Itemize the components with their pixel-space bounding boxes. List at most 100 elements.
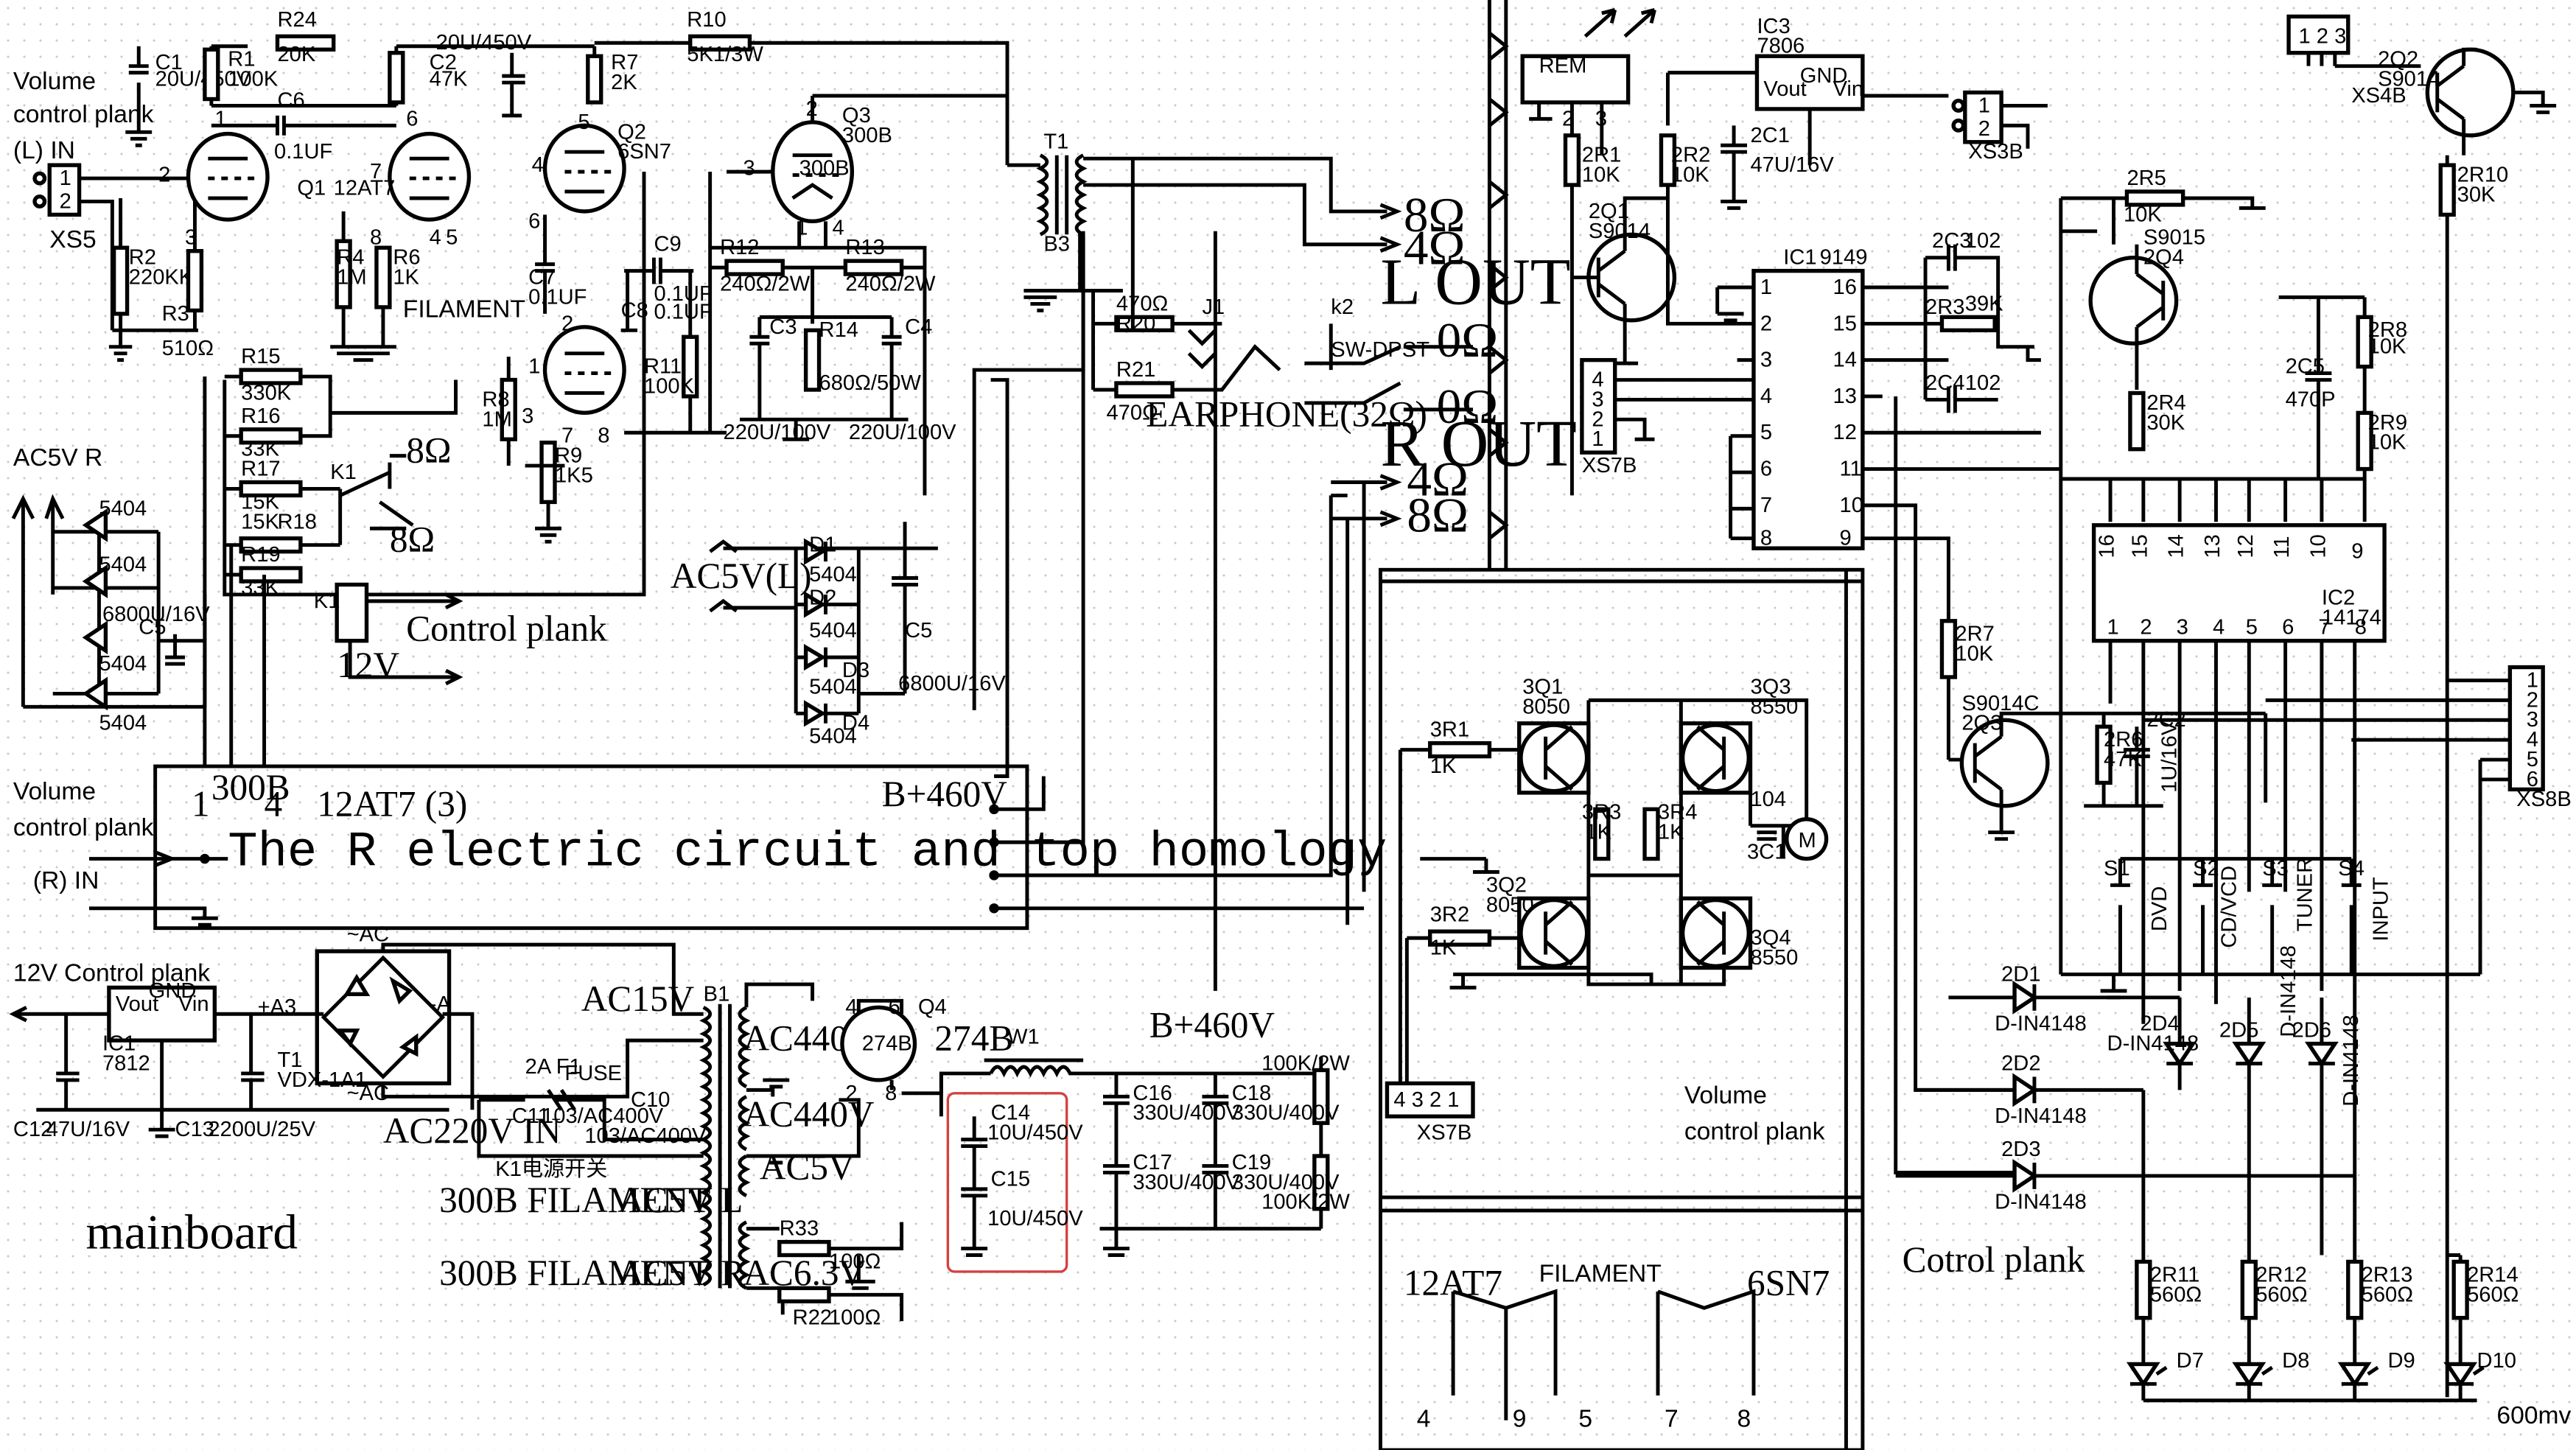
3c1-value: 104 xyxy=(1750,788,1786,811)
c16-value: 330U/400V xyxy=(1133,1101,1240,1125)
2d5-value: D-IN4148 xyxy=(2277,945,2300,1037)
2r13-value: 560Ω xyxy=(2362,1283,2413,1306)
atten-8ohm-2: 8Ω xyxy=(390,519,435,560)
2r11-name: 2R11 xyxy=(2150,1263,2199,1286)
2r11-value: 560Ω xyxy=(2150,1283,2202,1306)
volume-left-line1: Volume xyxy=(13,68,96,95)
2r2-name: 2R2 xyxy=(1671,144,1710,167)
svg-text:4: 4 xyxy=(2213,616,2225,640)
svg-text:5: 5 xyxy=(446,226,458,250)
q1-type: 12AT7 xyxy=(334,176,396,200)
2d6-value: D-IN4148 xyxy=(2339,1015,2363,1107)
output-section: T1 B3 8Ω 4Ω L OUT 0Ω 0Ω R OUT 4Ω 8Ω 470Ω… xyxy=(972,130,1577,925)
svg-text:3: 3 xyxy=(1760,349,1772,372)
3q4-name: 3Q4 xyxy=(1750,926,1791,950)
r6-name: R6 xyxy=(393,246,420,270)
2c5-value: 470P xyxy=(2286,388,2336,411)
r3-value: 510Ω xyxy=(162,337,214,360)
svg-text:5: 5 xyxy=(2246,616,2258,640)
fil-pin-5: 5 xyxy=(1578,1406,1592,1433)
2c4-value: 102 xyxy=(1965,371,2001,395)
led-d7: D7 xyxy=(2177,1349,2204,1373)
d2-part: 5404 xyxy=(809,619,857,642)
control-plank-bottom: Cotrol plank xyxy=(1903,1239,2085,1280)
filament-12at7: 12AT7 xyxy=(1404,1262,1502,1303)
q4-body: 274B xyxy=(862,1032,912,1056)
2d4-value: D-IN4148 xyxy=(2107,1032,2199,1056)
xs5-pin-2: 2 xyxy=(60,189,71,213)
3q2-name: 3Q2 xyxy=(1486,873,1527,897)
svg-text:5: 5 xyxy=(1760,421,1772,444)
svg-text:1: 1 xyxy=(2107,616,2119,640)
r16-value: 33K xyxy=(241,438,279,461)
2r4-value: 30K xyxy=(2146,411,2185,435)
2q4-name: 2Q4 xyxy=(2143,246,2184,270)
r-block-12at7: 12AT7 (3) xyxy=(317,783,467,824)
svg-text:4: 4 xyxy=(845,995,857,1019)
c6-value: 0.1UF xyxy=(274,140,332,164)
c14-value: 10U/450V xyxy=(987,1121,1083,1145)
motor-drive: 3Q1 8050 3Q3 8550 3Q2 8050 3Q4 8550 3R3 … xyxy=(1385,675,1830,1433)
svg-text:2: 2 xyxy=(1760,312,1772,335)
fil-pin-9: 9 xyxy=(1513,1406,1527,1433)
c18-value: 330U/400V xyxy=(1232,1101,1340,1125)
svg-text:1: 1 xyxy=(1760,276,1772,299)
c13-name: C13 xyxy=(175,1118,214,1141)
k1-name: K1 xyxy=(330,460,357,484)
c11-value-2: 103/AC400V xyxy=(584,1124,707,1148)
2d1-value: D-IN4148 xyxy=(1995,1012,2087,1036)
ic1-right-value: 9149 xyxy=(1820,246,1868,270)
r4-name: R4 xyxy=(337,246,364,270)
r22-value: 100Ω xyxy=(829,1306,881,1330)
l-tap-0: 0Ω xyxy=(1437,312,1499,368)
fuse-rating: 2A F1 xyxy=(525,1055,581,1079)
svg-text:10: 10 xyxy=(2306,534,2330,558)
d5404-4: 5404 xyxy=(99,712,147,735)
d2-name: D2 xyxy=(809,586,836,609)
r15-name: R15 xyxy=(241,345,280,368)
fil-pin-7: 7 xyxy=(1665,1406,1679,1433)
2q3-part: S9014C xyxy=(1961,692,2039,715)
svg-text:3: 3 xyxy=(522,404,533,428)
r19-name: R19 xyxy=(241,543,280,567)
ic3-gnd: GND xyxy=(1800,64,1848,88)
svg-text:1: 1 xyxy=(528,355,540,379)
c3-value: 220U/100V xyxy=(724,421,831,444)
r24-name: R24 xyxy=(277,8,316,32)
led-d10: D10 xyxy=(2477,1349,2516,1373)
b3-name: B3 xyxy=(1043,233,1070,256)
2d2-name: 2D2 xyxy=(2001,1051,2040,1075)
filament-mid: FILAMENT xyxy=(1539,1260,1662,1287)
svg-text:12: 12 xyxy=(2234,534,2258,558)
r21-name: R21 xyxy=(1116,358,1155,382)
2d4-name: 2D4 xyxy=(2140,1012,2179,1036)
q3-name: Q3 xyxy=(842,104,871,127)
c5-name: C5 xyxy=(139,616,166,640)
r21-value: 470Ω xyxy=(1106,401,1158,424)
2d1-name: 2D1 xyxy=(2001,962,2040,986)
xs7b-pins: 4 3 2 1 xyxy=(1393,1088,1459,1112)
filament-label: FILAMENT xyxy=(403,295,525,323)
s3-label: TUNER xyxy=(2293,858,2317,931)
3q1-value: 8050 xyxy=(1522,695,1570,718)
input-stage: 1 2 XS5 Volume control plank (L) IN C1 2… xyxy=(13,8,1040,544)
r9-name: R9 xyxy=(555,444,582,468)
filament-300b-l-label: 300B FILAMENT xyxy=(439,1180,710,1220)
l-tap-8: 8Ω xyxy=(1404,187,1466,242)
2r5-name: 2R5 xyxy=(2127,167,2166,190)
c13-value: 2200U/25V xyxy=(208,1118,315,1141)
d1-name: D1 xyxy=(809,533,836,557)
svg-text:1: 1 xyxy=(2527,668,2538,692)
svg-text:8: 8 xyxy=(598,424,609,448)
r-block-300b: 300B xyxy=(211,767,290,808)
2q3-name: 2Q3 xyxy=(1961,712,2002,735)
q3-body: 300B xyxy=(799,157,850,181)
r1-value: 100K xyxy=(228,68,279,91)
2d5-name: 2D5 xyxy=(2219,1019,2258,1043)
svg-text:1 2 3: 1 2 3 xyxy=(2299,24,2347,48)
t1-name: T1 xyxy=(1043,130,1068,154)
svg-text:1: 1 xyxy=(214,107,226,130)
b-plus-bottom: B+460V xyxy=(1149,1005,1275,1046)
2d2-value: D-IN4148 xyxy=(1995,1104,2087,1128)
r14-name: R14 xyxy=(819,318,858,342)
